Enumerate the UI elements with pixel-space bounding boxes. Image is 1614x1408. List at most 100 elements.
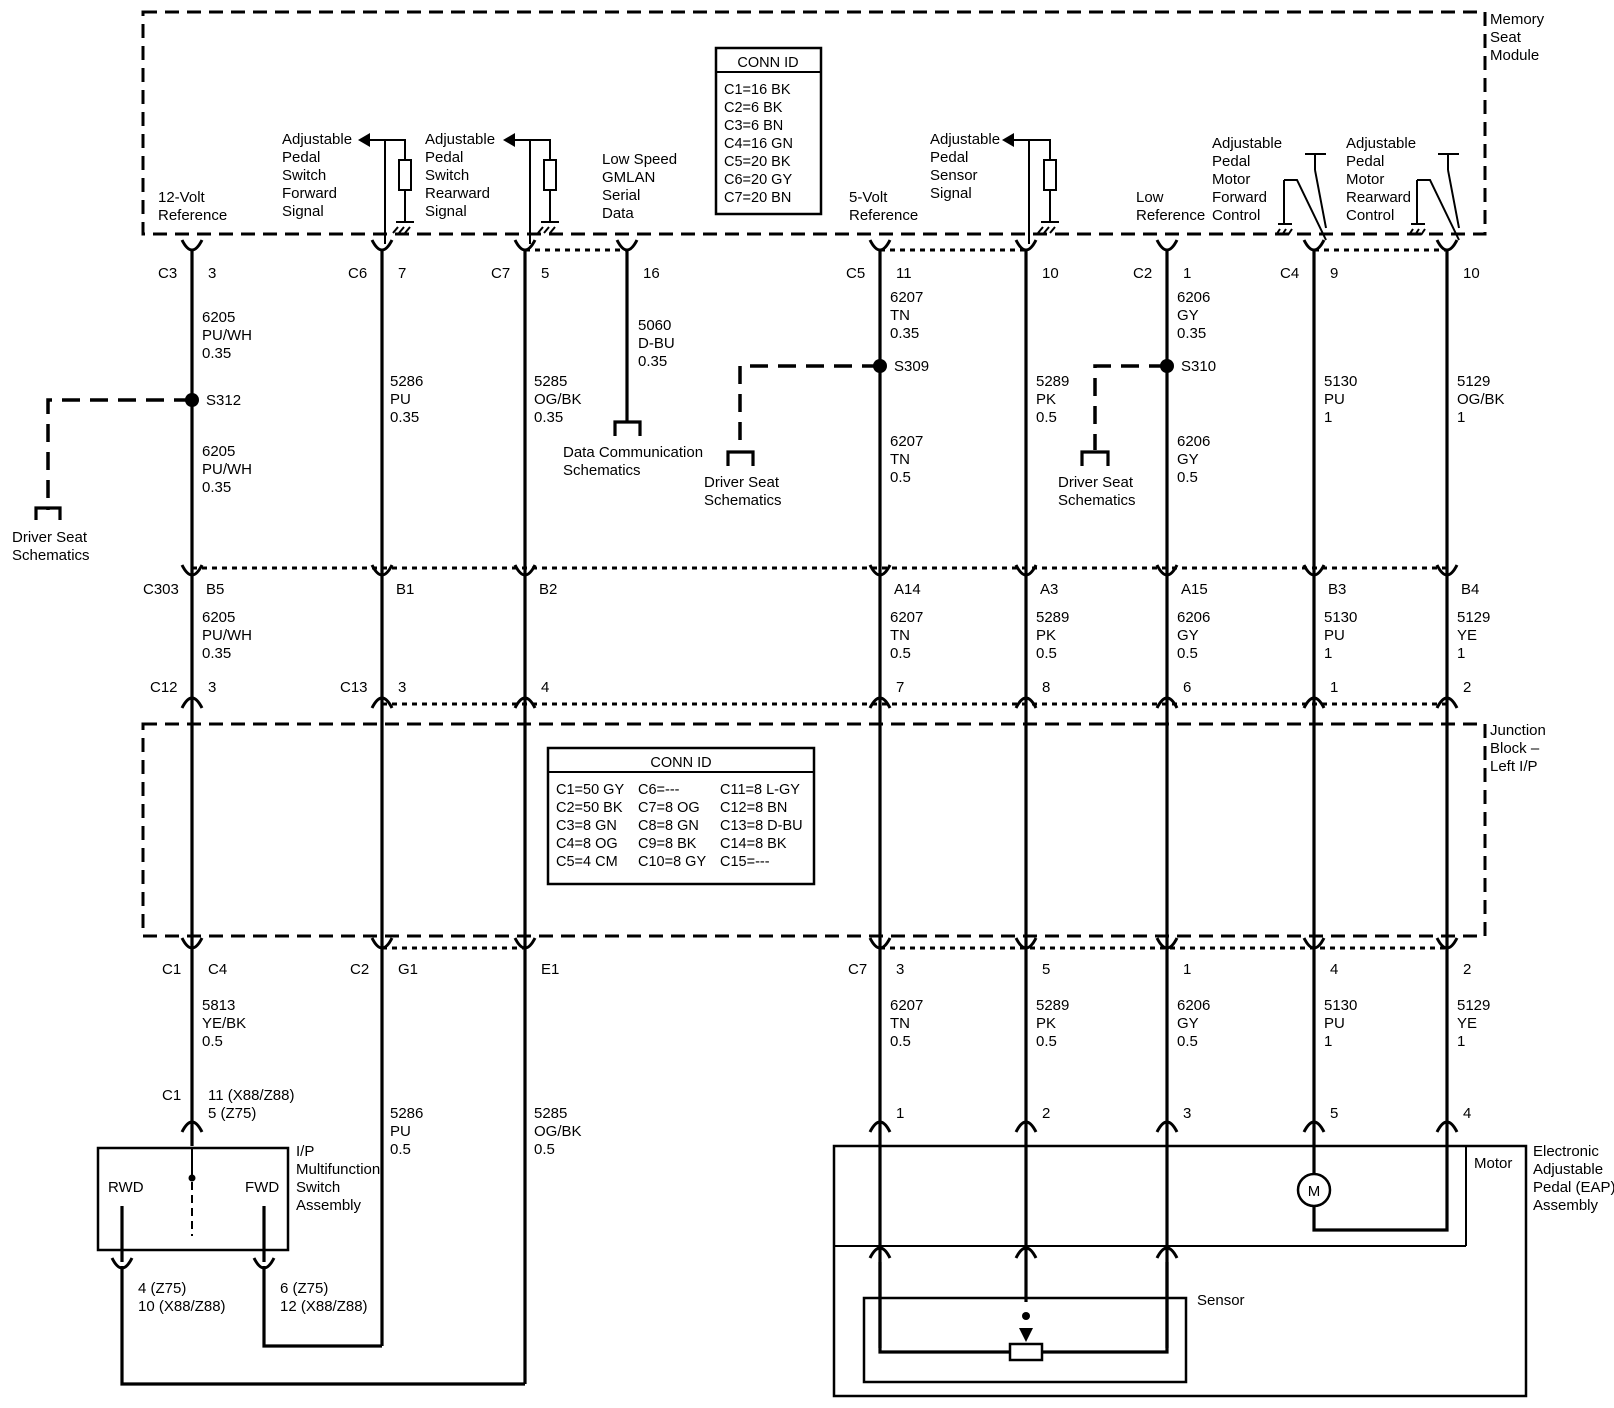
wire-switch-rwd-return [120, 1266, 525, 1386]
ip-switch-pivot [188, 1174, 196, 1182]
pin-number: 3 [896, 961, 904, 978]
conn-id-title: CONN ID [650, 755, 711, 771]
pin-number: 9 [1330, 265, 1338, 282]
conn-id-row: C5=20 BK [724, 154, 791, 170]
conn-id-row: C1=16 BK [724, 82, 791, 98]
reference-bracket [1080, 450, 1110, 466]
connector-name: C3 [158, 265, 177, 282]
pin-number: 4 [1330, 961, 1338, 978]
conn-id-cell: C3=8 GN [556, 818, 617, 834]
pin-number: 8 [1042, 679, 1050, 696]
connector-name: C12 [150, 679, 178, 696]
conn-id-title: CONN ID [737, 55, 798, 71]
connector-name: C7 [491, 265, 510, 282]
reference-bracket [613, 420, 642, 436]
pin-number: B5 [206, 581, 224, 598]
pin-number: 2 [1463, 679, 1471, 696]
motor-label: Motor [1474, 1155, 1512, 1172]
pin-number: A15 [1181, 581, 1208, 598]
pin-number: B1 [396, 581, 414, 598]
branch-dashed [1093, 364, 1167, 450]
branch-dashed [738, 364, 880, 450]
connector-name: C4 [1280, 265, 1299, 282]
connector-name: C2 [350, 961, 369, 978]
pin-number: 6 (Z75)12 (X88/Z88) [280, 1280, 368, 1315]
pin-number: 3 [208, 265, 216, 282]
connector-name: C2 [1133, 265, 1152, 282]
sensor-resistor [1008, 1342, 1044, 1362]
conn-id-cell: C13=8 D-BU [720, 818, 803, 834]
motor-symbol: M [1308, 1183, 1321, 1200]
connector-name: C13 [340, 679, 368, 696]
conn-id-cell: C6=--- [638, 782, 680, 798]
pin-number: 2 [1042, 1105, 1050, 1122]
conn-id-cell: C8=8 GN [638, 818, 699, 834]
conn-id-cell: C4=8 OG [556, 836, 618, 852]
pin-number: 3 [208, 679, 216, 696]
connector-cups-module [180, 239, 1459, 252]
pin-number: 5 [1042, 961, 1050, 978]
pin-number: 10 [1042, 265, 1059, 282]
pin-number: 6 [1183, 679, 1191, 696]
pin-number: 3 [1183, 1105, 1191, 1122]
conn-id-table-memory: CONN ID C1=16 BK C2=6 BK C3=6 BN C4=16 G… [714, 46, 823, 216]
reference-bracket [34, 506, 62, 520]
conn-id-cell: C10=8 GY [638, 854, 706, 870]
connector-cups-jb-bottom [180, 937, 1459, 950]
conn-id-table-junction: CONN ID C1=50 GY C6=--- C11=8 L-GY C2=50… [546, 746, 816, 886]
connector-name: C7 [848, 961, 867, 978]
sensor-wiper-dot [1022, 1312, 1030, 1320]
conn-id-cell: C12=8 BN [720, 800, 787, 816]
connector-name: C303 [143, 581, 179, 598]
pin-number: 5 [1330, 1105, 1338, 1122]
internal-circuit-sensor-signal [1002, 133, 1059, 244]
pin-number: B3 [1328, 581, 1346, 598]
sensor-label: Sensor [1197, 1292, 1245, 1309]
internal-circuit-motor-rearward [1408, 153, 1460, 241]
splice-label: S312 [206, 392, 241, 409]
pin-number: B2 [539, 581, 557, 598]
conn-id-cell: C14=8 BK [720, 836, 787, 852]
sensor-box [862, 1296, 1188, 1384]
pin-number: 1 [1183, 265, 1191, 282]
conn-id-cell: C15=--- [720, 854, 770, 870]
pin-number: 4 [1463, 1105, 1471, 1122]
conn-id-row: C7=20 BN [724, 190, 791, 206]
conn-id-cell: C9=8 BK [638, 836, 697, 852]
conn-id-row: C4=16 GN [724, 136, 793, 152]
conn-id-cell: C2=50 BK [556, 800, 623, 816]
conn-id-cell: C7=8 OG [638, 800, 700, 816]
pin-number: 4 [541, 679, 549, 696]
connector-name: C6 [348, 265, 367, 282]
pin-number: 7 [896, 679, 904, 696]
